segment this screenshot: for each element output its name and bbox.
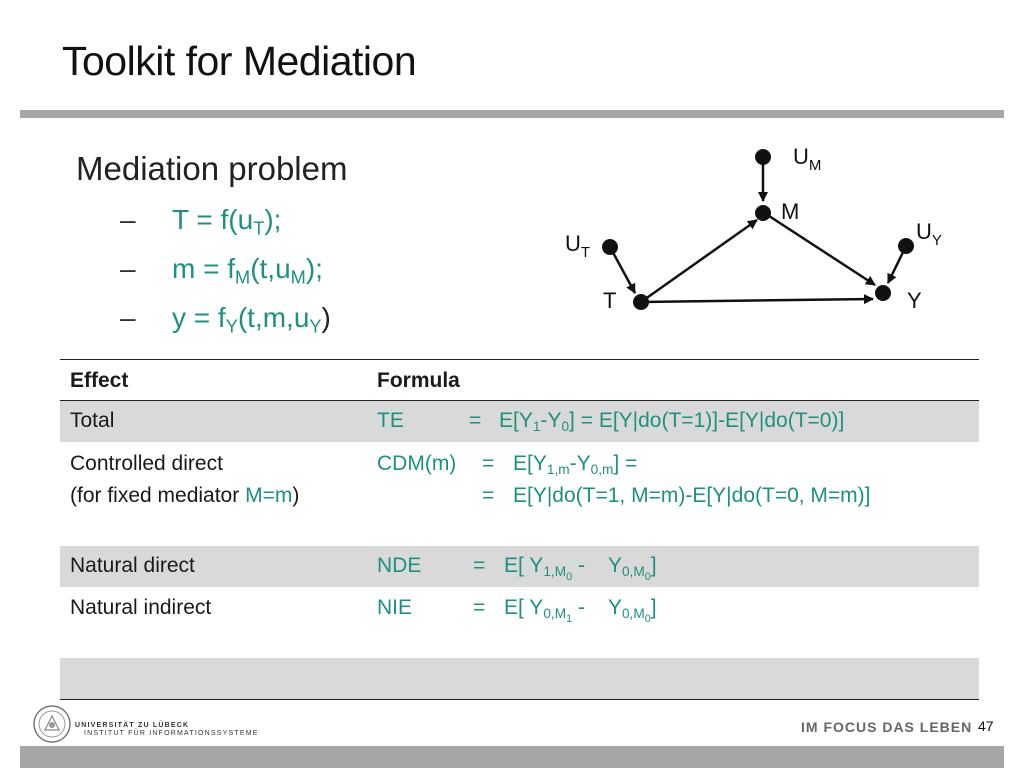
section-heading: Mediation problem bbox=[76, 150, 348, 187]
table-row-empty bbox=[60, 658, 979, 699]
node-m bbox=[755, 205, 771, 221]
slide-title: Toolkit for Mediation bbox=[62, 38, 417, 84]
label-t: T bbox=[603, 288, 616, 313]
causal-diagram: UM M UT UY T Y bbox=[565, 144, 942, 313]
edge-t-m bbox=[640, 218, 758, 304]
label-m: M bbox=[781, 199, 799, 224]
title-divider bbox=[20, 110, 1004, 118]
equation-t: –T = f(uT); bbox=[120, 204, 282, 239]
bullet-dash: – bbox=[120, 253, 136, 284]
equation-m: –m = fM(t,uM); bbox=[120, 253, 323, 288]
node-um bbox=[755, 149, 771, 165]
table-row-nde: Natural direct NDE = E[ Y1,M0 - Y0,M0] bbox=[60, 546, 979, 587]
label-y: Y bbox=[907, 288, 922, 313]
header-formula: Formula bbox=[377, 369, 460, 392]
edge-t-y bbox=[640, 294, 874, 305]
edge-ut-t bbox=[608, 246, 637, 294]
header-effect: Effect bbox=[70, 369, 129, 392]
label-um: UM bbox=[793, 144, 821, 174]
node-t bbox=[633, 294, 649, 310]
table-header-row: Effect Formula bbox=[60, 369, 979, 399]
node-y bbox=[875, 285, 891, 301]
table-bottom-rule bbox=[60, 699, 979, 700]
label-uy: UY bbox=[916, 219, 942, 249]
institute-name: INSTITUT FÜR INFORMATIONSSYSTEME bbox=[84, 730, 259, 737]
bullet-dash: – bbox=[120, 204, 136, 235]
university-seal-icon bbox=[33, 705, 71, 743]
table-top-rule bbox=[60, 359, 979, 360]
university-name: UNIVERSITÄT ZU LÜBECK bbox=[75, 722, 190, 729]
edge-m-y bbox=[765, 212, 876, 287]
footer-motto: IM FOCUS DAS LEBEN bbox=[801, 719, 973, 735]
table-header-rule bbox=[60, 400, 979, 401]
page-number: 47 bbox=[978, 718, 994, 734]
label-ut: UT bbox=[565, 231, 590, 261]
equation-y: –y = fY(t,m,uY) bbox=[120, 302, 331, 337]
node-ut bbox=[602, 239, 618, 255]
footer-bar bbox=[20, 746, 1004, 768]
table-row-cde: Controlled direct (for fixed mediator M=… bbox=[70, 452, 871, 507]
table-row-nie: Natural indirect NIE = E[ Y0,M1 - Y0,M0] bbox=[70, 596, 657, 625]
node-uy bbox=[898, 238, 914, 254]
bullet-dash: – bbox=[120, 302, 136, 333]
table-row-total: Total TE = E[Y1-Y0] = E[Y|do(T=1)]-E[Y|d… bbox=[60, 401, 979, 442]
effects-table: Effect Formula Total TE = E[Y1-Y0] = E[Y… bbox=[60, 359, 979, 700]
